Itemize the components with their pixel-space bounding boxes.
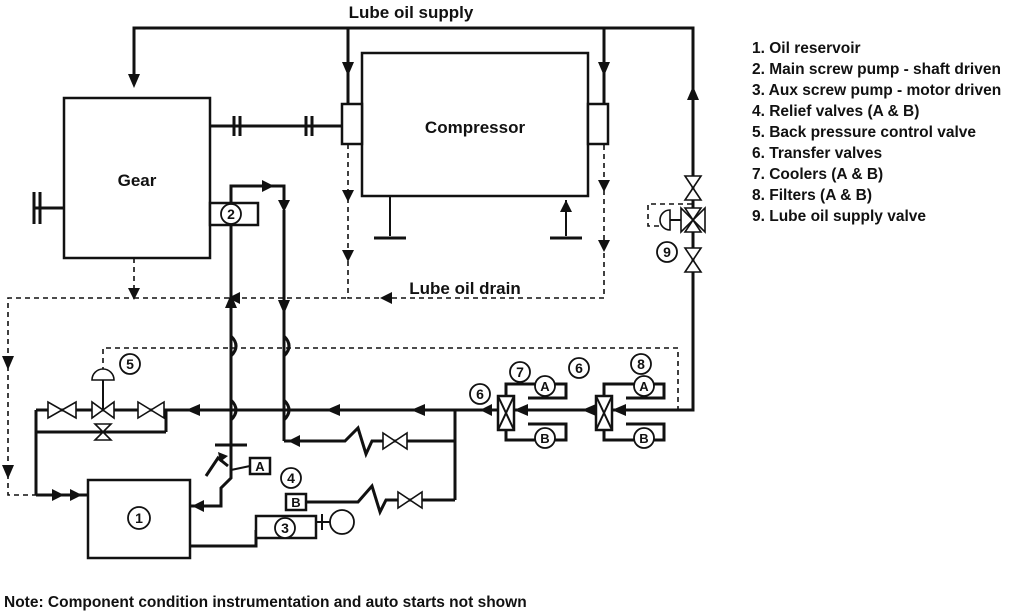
compressor: Compressor	[340, 51, 610, 240]
tag-relief-b: B	[291, 495, 300, 510]
coolers: 6 7 A B	[469, 361, 596, 449]
tag-6-filters: 6	[575, 360, 583, 376]
tag-1: 1	[135, 510, 143, 526]
tag-cooler-a: A	[540, 379, 550, 394]
legend-item-4: 4. Relief valves (A & B)	[752, 103, 919, 120]
drain-lines: Lube oil drain	[2, 144, 692, 501]
tag-9: 9	[663, 244, 671, 260]
tag-8: 8	[637, 356, 645, 372]
tag-3: 3	[281, 520, 289, 536]
legend-item-7: 7. Coolers (A & B)	[752, 166, 883, 183]
tag-7: 7	[516, 364, 524, 380]
tag-relief-a: A	[255, 459, 265, 474]
back-pressure-valve: 5	[91, 353, 141, 441]
lube-oil-drain-label: Lube oil drain	[409, 279, 520, 298]
legend-item-6: 6. Transfer valves	[752, 145, 882, 162]
tag-6-coolers: 6	[476, 386, 484, 402]
legend-item-5: 5. Back pressure control valve	[752, 124, 976, 141]
tag-5: 5	[126, 356, 134, 372]
gear: Gear	[32, 96, 342, 260]
tag-4: 4	[287, 470, 295, 486]
legend: 1. Oil reservoir 2. Main screw pump - sh…	[752, 40, 1001, 225]
isolation-valve-right	[137, 400, 165, 420]
legend-item-1: 1. Oil reservoir	[752, 40, 861, 57]
check-valve-main	[284, 425, 455, 459]
oil-reservoir: 1	[86, 443, 258, 560]
legend-item-9: 9. Lube oil supply valve	[752, 208, 926, 225]
legend-item-8: 8. Filters (A & B)	[752, 187, 872, 204]
footnote: Note: Component condition instrumentatio…	[4, 594, 527, 611]
filters: 6 8 A B	[568, 353, 693, 449]
legend-item-3: 3. Aux screw pump - motor driven	[752, 82, 1001, 99]
aux-pump-motor	[329, 509, 355, 535]
gear-label: Gear	[118, 171, 157, 190]
legend-item-2: 2. Main screw pump - shaft driven	[752, 61, 1001, 78]
tag-cooler-b: B	[540, 431, 549, 446]
lube-oil-supply-label: Lube oil supply	[349, 3, 474, 22]
tag-filter-a: A	[639, 379, 649, 394]
check-valve-aux	[397, 490, 423, 510]
tag-2: 2	[227, 206, 235, 222]
tag-filter-b: B	[639, 431, 648, 446]
isolation-valve-left	[47, 400, 77, 420]
compressor-label: Compressor	[425, 118, 526, 137]
supply-valve-group: 9	[656, 175, 706, 273]
main-screw-pump: 2	[208, 180, 291, 445]
